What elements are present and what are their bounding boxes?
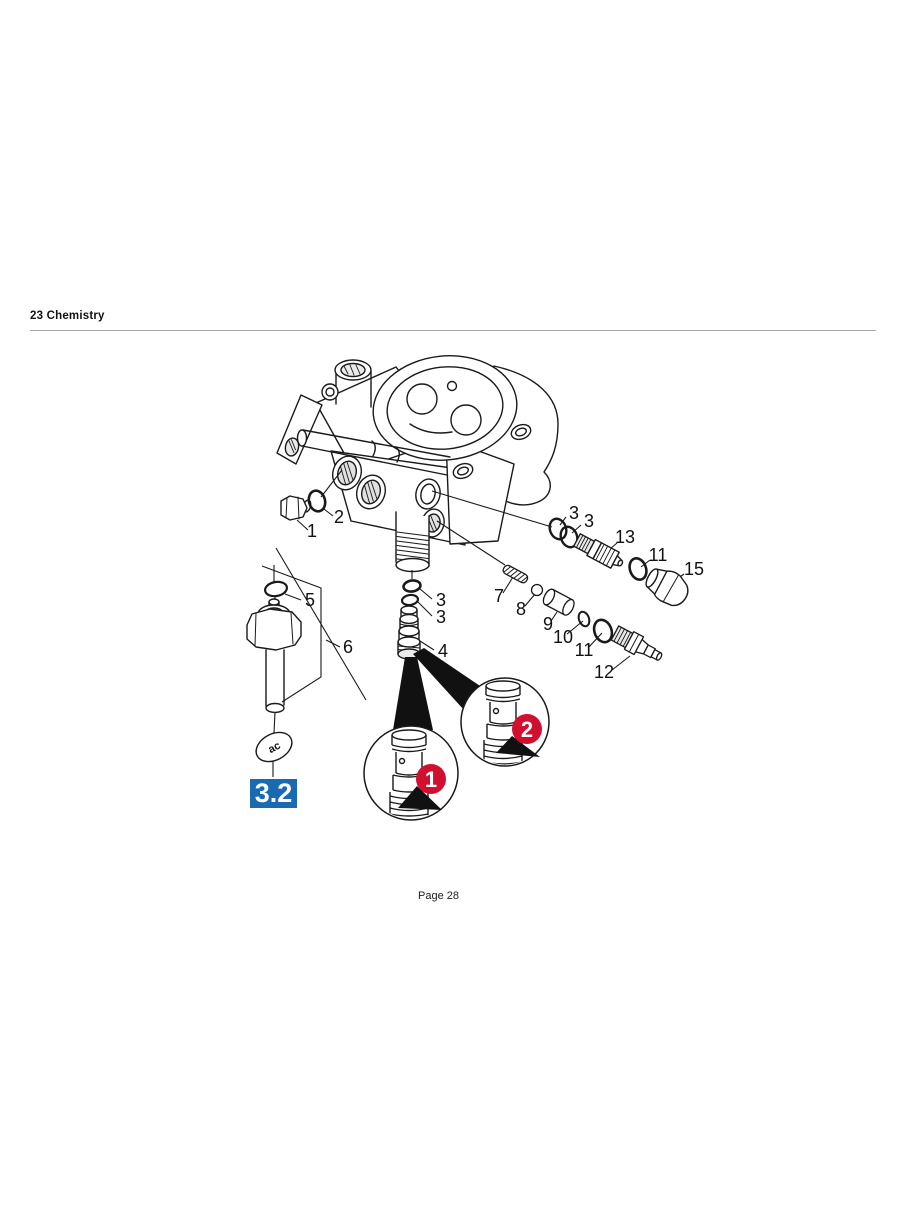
head-hole: [446, 380, 458, 392]
part-number-label: 12: [594, 662, 614, 682]
part-number-label: 11: [575, 640, 594, 660]
left-parts: ac 3.2: [246, 489, 327, 808]
part-number-label: 3: [584, 511, 594, 531]
valve-fitting-part12: [610, 625, 663, 661]
o-ring-part2: [307, 489, 327, 513]
o-ring-part11: [628, 557, 648, 581]
flange-bolt-hole: [452, 462, 474, 480]
detail-badge-2-label: 2: [521, 717, 533, 742]
valve-cartridge-part4: [397, 605, 421, 660]
part-number-label: 11: [649, 545, 668, 565]
part-number-label: 3: [436, 590, 446, 610]
head-contour: [409, 423, 453, 434]
part-number-label: 2: [334, 507, 344, 527]
threaded-bore: [331, 455, 363, 491]
ball-part8: [530, 583, 544, 597]
chemical-injector-part6: [246, 598, 302, 714]
o-ring-part3: [400, 593, 420, 607]
side-boss: [325, 387, 335, 397]
callout-wedge: [413, 648, 486, 710]
hex-plug-part15: [645, 568, 689, 607]
part-number-label: 6: [343, 637, 353, 657]
outlet-spigot: [395, 511, 430, 573]
center-parts: [397, 579, 422, 660]
right-lower-chain: [502, 564, 663, 661]
callout-wedge: [393, 657, 433, 730]
ac-tag-label: ac: [266, 740, 282, 756]
part-number-label: 3: [569, 503, 579, 523]
part-number-label: 13: [615, 527, 635, 547]
pump-head-assembly: [276, 355, 559, 573]
inlet-boss: [334, 359, 372, 408]
section-badge-bg: [250, 779, 297, 808]
o-ring-part3: [402, 579, 422, 593]
detail-badge-1: 1: [416, 764, 446, 794]
o-ring-part10: [577, 610, 591, 628]
head-port: [406, 383, 438, 415]
o-ring-part11: [592, 618, 614, 644]
o-ring-part5: [263, 580, 289, 598]
spring-part7: [502, 564, 529, 584]
part-number-label: 1: [307, 521, 317, 541]
part-number-label: 3: [436, 607, 446, 627]
valve-bore: [415, 478, 441, 510]
inlet-arm: [276, 394, 323, 465]
badge-pointer: [398, 786, 442, 810]
part-number-label: 7: [494, 586, 504, 606]
page-number: Page 28: [418, 890, 459, 902]
piston-part9: [542, 588, 575, 616]
part-number-label: 9: [543, 614, 553, 634]
section-bracket: [261, 547, 367, 703]
header-divider: [30, 330, 876, 331]
piston-rail: [296, 429, 451, 476]
section-header: 23 Chemistry: [30, 310, 105, 322]
part-number-label: 10: [553, 627, 573, 647]
o-ring-part3: [548, 517, 568, 541]
badge-pointer: [496, 736, 540, 757]
part-number-label: 5: [305, 590, 315, 610]
valve-fitting-part13: [573, 533, 624, 569]
right-upper-chain: [548, 517, 689, 607]
part-number-label: 15: [684, 559, 704, 579]
part-number-label: 4: [438, 641, 448, 661]
section-badge-label: 3.2: [255, 778, 293, 808]
ac-tag: ac: [255, 731, 293, 763]
o-ring-part3: [559, 525, 579, 549]
detail-badge-2: 2: [512, 714, 542, 744]
detail-badge-1-label: 1: [425, 767, 437, 792]
hex-plug-part1: [280, 495, 312, 521]
threaded-bore: [355, 474, 387, 510]
section-badge: 3.2: [250, 778, 297, 808]
flange-bolt-hole: [510, 423, 532, 441]
head-port: [450, 404, 482, 436]
part-number-label: 8: [516, 599, 526, 619]
